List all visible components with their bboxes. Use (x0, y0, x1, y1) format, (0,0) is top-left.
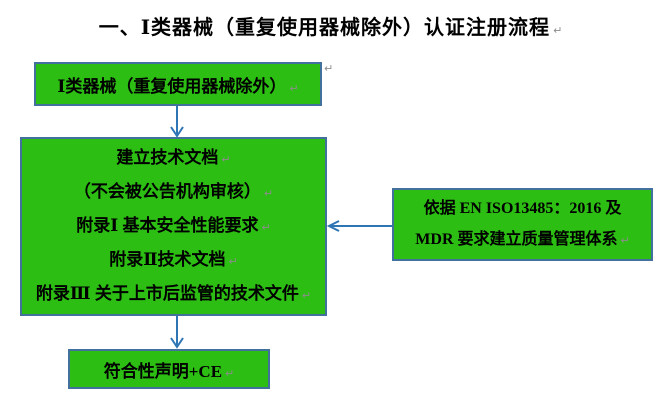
flow-box-tech-doc-text: 附录Ⅰ 基本安全性能要求 (76, 215, 259, 235)
line-break-mark-icon: ↵ (263, 186, 274, 200)
paragraph-mark-icon: ↵ (324, 62, 334, 75)
flow-box-qms-line: MDR 要求建立质量管理体系↵ (415, 224, 629, 256)
arrow-down-icon (170, 316, 184, 349)
flow-box-start-text: Ⅰ类器械（重复使用器械除外） (57, 76, 287, 96)
flow-box-start-line: Ⅰ类器械（重复使用器械除外）↵ (57, 72, 298, 97)
flow-box-qms: 依据 EN ISO13485：2016 及 MDR 要求建立质量管理体系↵ (392, 188, 653, 261)
line-break-mark-icon: ↵ (228, 254, 238, 268)
flow-box-qms-text: 依据 EN ISO13485：2016 及 (423, 200, 622, 217)
flow-box-tech-doc-text: 附录Ⅱ技术文档 (109, 249, 226, 269)
page-title-text: 一、Ⅰ类器械（重复使用器械除外）认证注册流程 (98, 17, 551, 39)
line-break-mark-icon: ↵ (225, 366, 235, 380)
flow-box-tech-doc-line: 附录Ⅲ 关于上市后监管的技术文件↵ (36, 278, 311, 312)
flow-box-tech-doc-line: （不会被公告机构审核）↵ (74, 176, 273, 210)
flow-box-qms-text: MDR 要求建立质量管理体系 (415, 231, 618, 248)
flow-box-tech-doc-text: （不会被公告机构审核） (73, 181, 261, 201)
line-break-mark-icon: ↵ (221, 152, 231, 166)
flow-box-start: Ⅰ类器械（重复使用器械除外）↵ (34, 62, 322, 106)
line-break-mark-icon: ↵ (289, 81, 299, 95)
flow-box-declaration-text: 符合性声明+CE (103, 361, 223, 381)
flow-box-tech-doc-line: 附录Ⅱ技术文档↵ (109, 244, 238, 278)
flow-box-declaration: 符合性声明+CE↵ (68, 349, 270, 389)
line-break-mark-icon: ↵ (620, 234, 630, 247)
page-title: 一、Ⅰ类器械（重复使用器械除外）认证注册流程↵ (0, 11, 662, 40)
flow-box-tech-doc-line: 附录Ⅰ 基本安全性能要求↵ (76, 210, 270, 244)
flow-box-declaration-line: 符合性声明+CE↵ (104, 357, 235, 382)
line-break-mark-icon: ↵ (553, 24, 564, 37)
line-break-mark-icon: ↵ (301, 288, 312, 302)
arrow-down-icon (170, 106, 184, 138)
flow-box-tech-doc-text: 建立技术文档 (116, 147, 219, 167)
flow-box-tech-doc: 建立技术文档↵ （不会被公告机构审核）↵ 附录Ⅰ 基本安全性能要求↵ 附录Ⅱ技术… (20, 137, 327, 316)
flow-box-tech-doc-text: 附录Ⅲ 关于上市后监管的技术文件 (35, 283, 299, 303)
flow-box-tech-doc-line: 建立技术文档↵ (116, 142, 230, 176)
flow-box-qms-line: 依据 EN ISO13485：2016 及 (424, 193, 622, 224)
line-break-mark-icon: ↵ (261, 220, 271, 234)
arrow-left-icon (326, 220, 392, 232)
